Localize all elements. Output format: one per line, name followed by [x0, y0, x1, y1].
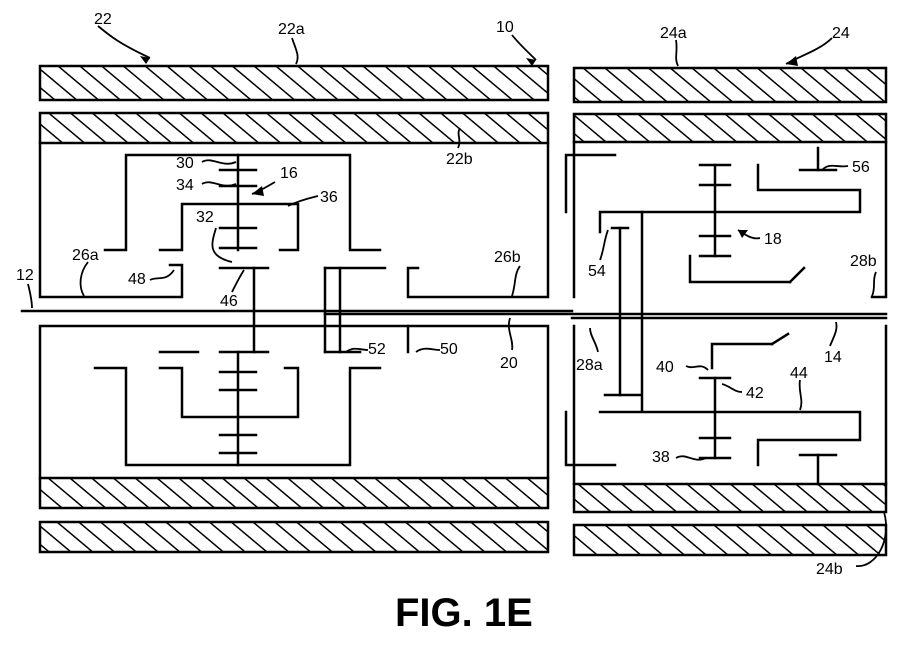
label-20: 20 — [500, 355, 518, 372]
figure-caption: FIG. 1E — [395, 591, 533, 635]
label-22b: 22b — [446, 151, 473, 168]
label-14: 14 — [824, 349, 842, 366]
label-16: 16 — [280, 165, 298, 182]
label-38: 38 — [652, 449, 670, 466]
housing-bar-24a — [574, 68, 886, 102]
arrowhead-16 — [252, 186, 264, 196]
housing-bar-lower-outer-left — [40, 522, 548, 552]
arrowhead-18 — [738, 230, 748, 238]
label-28a: 28a — [576, 357, 603, 374]
housing-bar-22a — [40, 66, 548, 100]
planetary-gear-set-16 — [105, 155, 385, 352]
housing-bar-lower-inner-left — [40, 478, 548, 508]
label-26b: 26b — [494, 249, 521, 266]
shafts — [22, 311, 886, 318]
label-28b: 28b — [850, 253, 877, 270]
planetary-gear-set-16-lower — [95, 326, 408, 465]
housing-bar-24b — [574, 525, 886, 555]
label-44: 44 — [790, 365, 808, 382]
housing-bar-lower-inner-right — [574, 484, 886, 512]
label-40: 40 — [656, 359, 674, 376]
arrowhead-24 — [786, 56, 798, 66]
label-24a: 24a — [660, 25, 687, 42]
housing-bar-22b — [40, 113, 548, 143]
label-54: 54 — [588, 263, 606, 280]
label-18: 18 — [764, 231, 782, 248]
label-36: 36 — [320, 189, 338, 206]
label-24b: 24b — [816, 561, 843, 578]
label-22a: 22a — [278, 21, 305, 38]
label-24: 24 — [832, 25, 850, 42]
label-26a: 26a — [72, 247, 99, 264]
label-30: 30 — [176, 155, 194, 172]
label-32: 32 — [196, 209, 214, 226]
label-46: 46 — [220, 293, 238, 310]
label-42: 42 — [746, 385, 764, 402]
left-housing-bars — [40, 66, 548, 552]
label-56: 56 — [852, 159, 870, 176]
label-22: 22 — [94, 11, 112, 28]
label-10: 10 — [496, 19, 514, 36]
label-34: 34 — [176, 177, 194, 194]
label-52: 52 — [368, 341, 386, 358]
label-48: 48 — [128, 271, 146, 288]
label-50: 50 — [440, 341, 458, 358]
housing-bar-upper-inner-right — [574, 114, 886, 142]
label-12: 12 — [16, 267, 34, 284]
